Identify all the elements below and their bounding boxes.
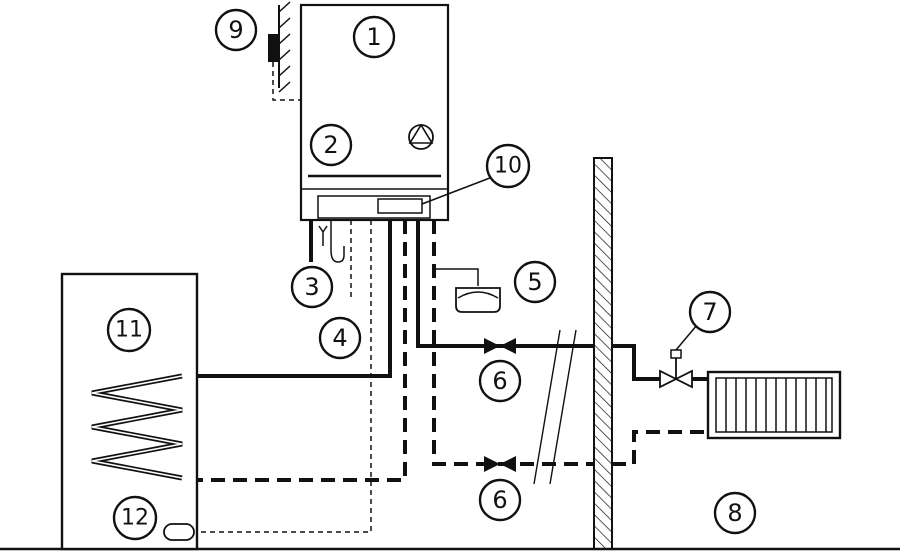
- cylinder-sensor: [163, 523, 195, 541]
- heating-return-pipe: [432, 220, 594, 466]
- cylinder-flow-pipe: [180, 220, 392, 378]
- callout-9: 9: [214, 8, 258, 52]
- callout-6-return: 6: [478, 478, 522, 522]
- radiator: [706, 370, 842, 440]
- cylinder-return-pipe: [180, 220, 407, 482]
- thermostat-wall: [278, 1, 291, 93]
- svg-text:4: 4: [332, 324, 347, 352]
- svg-text:7: 7: [702, 298, 717, 326]
- callout-10: 10: [485, 143, 531, 189]
- callout-3: 3: [290, 265, 334, 309]
- callout-5: 5: [513, 260, 557, 304]
- drain-outlet: [318, 220, 345, 263]
- cylinder-sensor-wire-2: [197, 220, 372, 533]
- callout-7-leader: [675, 324, 698, 351]
- svg-text:2: 2: [323, 131, 338, 159]
- thermostatic-valve: [659, 349, 708, 389]
- pump-icon: [408, 123, 434, 150]
- expansion-vessel: [434, 268, 501, 313]
- callout-10-leader: [421, 175, 496, 205]
- isolation-valve-return: [484, 456, 516, 472]
- svg-text:12: 12: [121, 506, 149, 531]
- partition-wall: [593, 157, 613, 550]
- svg-text:11: 11: [115, 318, 143, 343]
- svg-text:5: 5: [527, 268, 542, 296]
- room-thermostat: [268, 34, 278, 62]
- callout-8: 8: [713, 491, 757, 535]
- thermostat-wire: [272, 62, 301, 101]
- callout-1: 1: [352, 15, 396, 59]
- svg-text:6: 6: [492, 486, 507, 514]
- svg-text:9: 9: [228, 16, 243, 44]
- callout-4: 4: [318, 316, 362, 360]
- heating-return-pipe-2: [612, 430, 708, 466]
- callout-11: 11: [106, 307, 152, 353]
- callout-2: 2: [309, 123, 353, 167]
- pipe-break-marks: [533, 329, 577, 485]
- svg-text:1: 1: [366, 23, 381, 51]
- isolation-valve-flow: [484, 338, 516, 354]
- callout-7: 7: [688, 290, 732, 334]
- callout-6-flow: 6: [478, 359, 522, 403]
- svg-text:6: 6: [492, 367, 507, 395]
- heating-flow-pipe: [416, 220, 594, 348]
- svg-text:10: 10: [494, 154, 522, 179]
- svg-text:8: 8: [727, 499, 742, 527]
- callout-12: 12: [112, 495, 158, 541]
- heating-flow-pipe-2: [612, 344, 660, 381]
- svg-text:3: 3: [304, 273, 319, 301]
- control-module: [377, 198, 423, 214]
